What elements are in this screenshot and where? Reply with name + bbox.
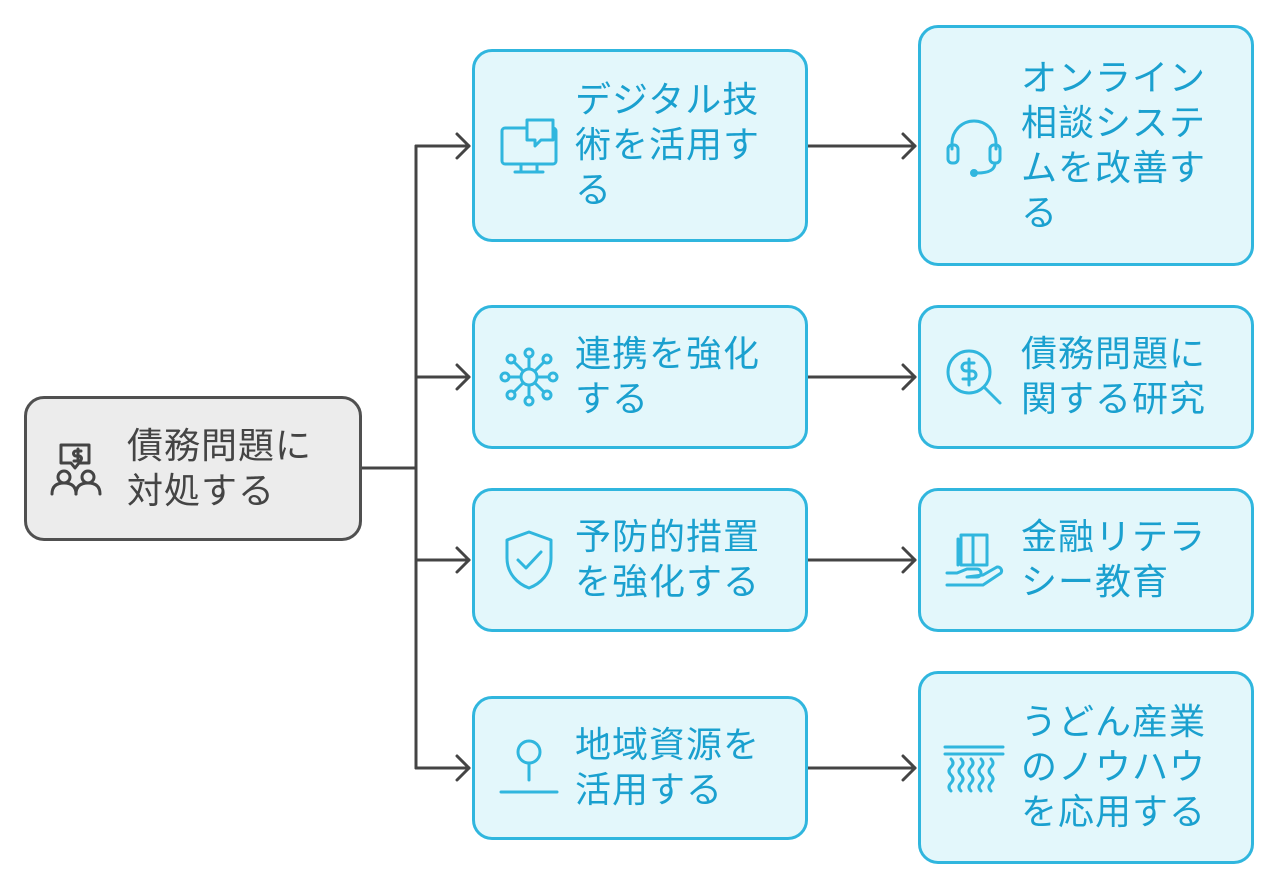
arrowhead-strategy-3 [455,546,471,574]
outcome-label-3: 金融リテラシー教育 [1021,517,1207,603]
shield-check-icon [497,528,561,592]
root-node[interactable]: 債務問題に対処する [24,396,362,541]
arrowhead-strategy-4 [455,754,471,782]
arrowhead-strategy-1 [455,132,471,160]
arrowhead-outcome-1 [901,132,917,160]
outcome-node-research[interactable]: 債務問題に関する研究 [918,305,1254,449]
network-hub-icon [497,345,561,409]
outcome-label-2: 債務問題に関する研究 [1021,334,1207,420]
arrowhead-strategy-2 [455,363,471,391]
outcome-node-udon-knowhow[interactable]: うどん産業のノウハウを応用する [918,671,1254,864]
book-hand-icon [943,529,1005,591]
headset-icon [943,115,1005,177]
money-people-icon [49,439,109,499]
outcome-node-online-consultation[interactable]: オンライン相談システムを改善する [918,25,1254,266]
outcome-node-financial-literacy[interactable]: 金融リテラシー教育 [918,488,1254,632]
strategy-node-prevention[interactable]: 予防的措置を強化する [472,488,808,632]
arrowhead-outcome-3 [901,546,917,574]
noodles-icon [943,737,1005,799]
outcome-label-4: うどん産業のノウハウを応用する [1021,702,1207,833]
strategy-node-collaboration[interactable]: 連携を強化する [472,305,808,449]
strategy-label-4: 地域資源を活用する [575,725,761,811]
strategy-node-digital-tech[interactable]: デジタル技術を活用する [472,49,808,242]
monitor-chat-icon [497,114,561,178]
strategy-label-1: デジタル技術を活用する [575,80,761,211]
strategy-node-local-resources[interactable]: 地域資源を活用する [472,696,808,840]
location-pin-icon [497,736,561,800]
outcome-label-1: オンライン相談システムを改善する [1021,57,1207,234]
arrowhead-outcome-2 [901,363,917,391]
arrowhead-outcome-4 [901,754,917,782]
strategy-label-3: 予防的措置を強化する [575,517,761,603]
strategy-label-2: 連携を強化する [575,334,761,420]
money-search-icon [943,346,1005,408]
root-label: 債務問題に対処する [127,425,313,512]
